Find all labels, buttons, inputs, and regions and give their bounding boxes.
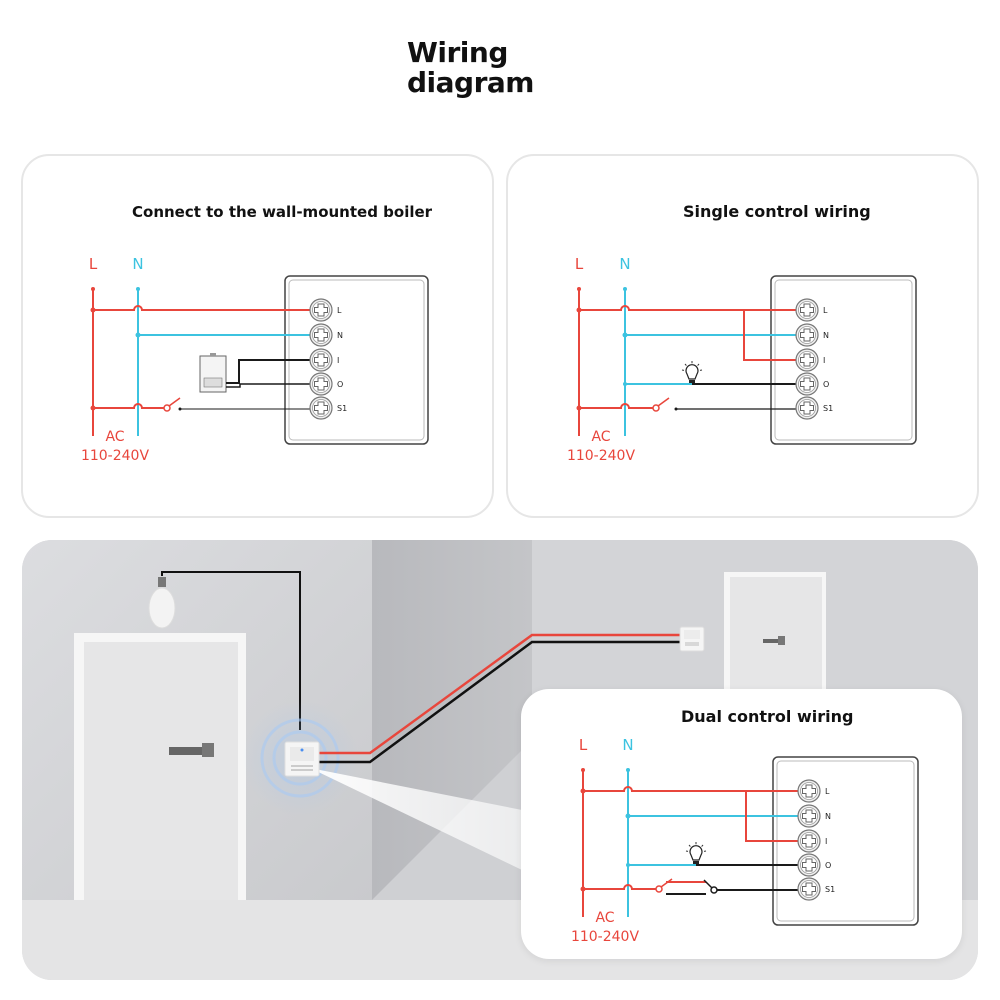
cable-live	[318, 633, 682, 755]
single-card-title: Single control wiring	[683, 202, 871, 221]
smart-switch-module[interactable]	[284, 741, 320, 777]
wall-switch-remote[interactable]	[679, 626, 705, 652]
signal-waves-inner	[272, 730, 328, 786]
page-title-line2: diagram	[407, 66, 534, 99]
light-bulb-icon	[148, 577, 176, 629]
boiler-wiring-card: Connect to the wall-mounted boiler	[21, 154, 494, 518]
door-left	[74, 633, 246, 900]
door-handle	[169, 747, 207, 755]
signal-waves-mid	[260, 718, 340, 798]
boiler-card-title: Connect to the wall-mounted boiler	[132, 203, 433, 221]
page-title: Wiring diagram	[407, 38, 534, 98]
door-handle-right	[763, 639, 783, 643]
page-title-line1: Wiring	[407, 36, 508, 69]
single-wiring-card: Single control wiring	[506, 154, 979, 518]
dual-card-title: Dual control wiring	[681, 707, 854, 726]
dual-wiring-card: Dual control wiring	[521, 689, 962, 959]
bulb-wire	[161, 571, 301, 730]
zoom-beam	[310, 768, 522, 870]
cable-signal	[318, 640, 682, 764]
